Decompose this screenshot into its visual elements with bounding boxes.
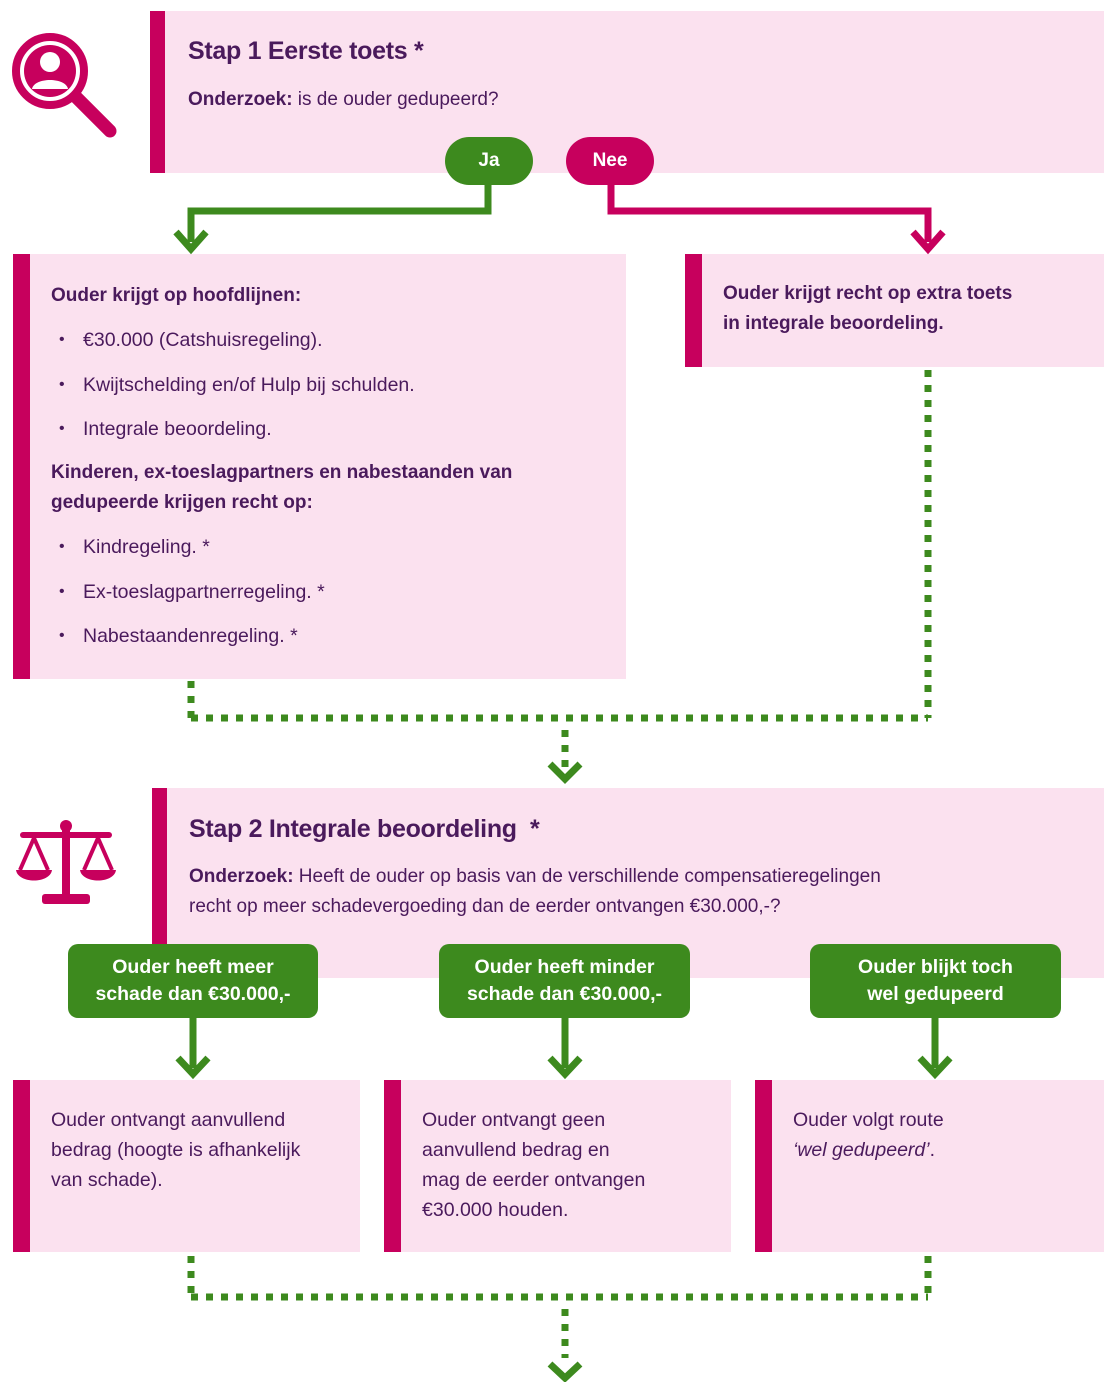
no-text-line2: in integrale beoordeling. <box>723 313 944 334</box>
magnifier-person-icon <box>12 33 117 138</box>
outcome-more-text: Ouder ontvangt aanvullend bedrag (hoogte… <box>51 1105 300 1195</box>
outcome-label-victim-line1: Ouder blijkt toch <box>858 956 1013 978</box>
outcome-victim-end: . <box>929 1139 936 1161</box>
outcome-more-line: Ouder ontvangt aanvullend <box>51 1109 286 1131</box>
yes-heading2-line2: gedupeerde krijgen recht op: <box>51 492 313 513</box>
yes-arrowhead <box>173 229 209 255</box>
step2-title: Stap 2 Integrale beoordeling * <box>189 815 540 843</box>
step2-accent-bar <box>152 788 167 978</box>
yes-list: €30.000 (Catshuisregeling). Kwijtscheldi… <box>53 325 613 459</box>
yes-accent-bar <box>13 254 30 679</box>
outcome-victim-line1: Ouder volgt route <box>793 1109 944 1131</box>
yes-pill: Ja <box>445 137 533 185</box>
outcome-arrowhead-victim <box>917 1055 953 1080</box>
step1-question: Onderzoek: is de ouder gedupeerd? <box>188 85 499 115</box>
no-result-box: Ouder krijgt recht op extra toets in int… <box>685 254 1104 367</box>
no-text-line1: Ouder krijgt recht op extra toets <box>723 283 1013 304</box>
outcome-less-line: Ouder ontvangt geen <box>422 1109 606 1131</box>
outcome-label-less-line1: Ouder heeft minder <box>474 956 655 978</box>
outcome-victim-route: ‘wel gedupeerd’ <box>793 1139 930 1161</box>
arrowhead-1 <box>547 761 583 784</box>
list-item: Kindregeling. * <box>53 532 613 577</box>
outcome-box-victim: Ouder volgt route ‘wel gedupeerd’. <box>755 1080 1104 1252</box>
no-pill: Nee <box>566 137 654 185</box>
arrowhead-2 <box>547 1361 583 1382</box>
step1-accent-bar <box>150 11 165 173</box>
outcome-label-less-line2: schade dan €30.000,- <box>466 983 663 1005</box>
no-accent-bar <box>685 254 702 367</box>
outcome-label-more: Ouder heeft meer schade dan €30.000,- <box>68 944 318 1018</box>
step1-question-label: Onderzoek: <box>188 89 293 110</box>
outcome-less-text: Ouder ontvangt geen aanvullend bedrag en… <box>422 1105 645 1225</box>
list-item: Kwijtschelding en/of Hulp bij schulden. <box>53 370 613 415</box>
no-text: Ouder krijgt recht op extra toets in int… <box>723 279 1012 339</box>
list-item: Nabestaandenregeling. * <box>53 621 613 666</box>
outcome-label-victim-line2: wel gedupeerd <box>867 983 1004 1005</box>
outcome-more-line: bedrag (hoogte is afhankelijk <box>51 1139 301 1161</box>
outcome-less-accent-bar <box>384 1080 401 1252</box>
step2-question-line1: Onderzoek: Heeft de ouder op basis van d… <box>189 862 881 892</box>
no-connector <box>607 185 932 242</box>
outcome-victim-accent-bar <box>755 1080 772 1252</box>
outcome-victim-text: Ouder volgt route ‘wel gedupeerd’. <box>793 1105 944 1165</box>
yes-heading: Ouder krijgt op hoofdlijnen: <box>51 285 302 306</box>
outcome-victim-line2: ‘wel gedupeerd’. <box>793 1135 944 1165</box>
outcome-more-accent-bar <box>13 1080 30 1252</box>
outcome-label-less: Ouder heeft minder schade dan €30.000,- <box>439 944 690 1018</box>
outcome-less-line: aanvullend bedrag en <box>422 1139 610 1161</box>
outcome-label-more-line2: schade dan €30.000,- <box>95 983 291 1005</box>
outcome-arrowhead-more <box>175 1055 211 1080</box>
step2-question-label: Onderzoek: <box>189 866 294 887</box>
step2-question-line2: recht op meer schadevergoeding dan de ee… <box>189 896 781 917</box>
list-item: Integrale beoordeling. <box>53 414 613 459</box>
outcome-box-less: Ouder ontvangt geen aanvullend bedrag en… <box>384 1080 731 1252</box>
list-item: Ex-toeslagpartnerregeling. * <box>53 577 613 622</box>
outcome-label-victim: Ouder blijkt toch wel gedupeerd <box>810 944 1061 1018</box>
yes-result-box: Ouder krijgt op hoofdlijnen: €30.000 (Ca… <box>13 254 626 679</box>
outcome-more-line: van schade). <box>51 1169 163 1191</box>
outcome-less-line: €30.000 houden. <box>422 1199 569 1221</box>
list-item: €30.000 (Catshuisregeling). <box>53 325 613 370</box>
no-arrowhead <box>910 229 946 255</box>
step1-title: Stap 1 Eerste toets * <box>188 37 424 65</box>
yes-list2: Kindregeling. * Ex-toeslagpartnerregelin… <box>53 532 613 666</box>
step2-question-text1: Heeft de ouder op basis van de verschill… <box>293 866 881 887</box>
outcome-less-line: mag de eerder ontvangen <box>422 1169 646 1191</box>
yes-heading2-line1: Kinderen, ex-toeslagpartners en nabestaa… <box>51 462 513 483</box>
yes-heading2: Kinderen, ex-toeslagpartners en nabestaa… <box>51 458 512 518</box>
scales-icon <box>16 820 116 904</box>
outcome-arrowhead-less <box>547 1055 583 1080</box>
yes-connector <box>187 185 492 242</box>
step1-question-text: is de ouder gedupeerd? <box>292 89 499 110</box>
step2-question: Onderzoek: Heeft de ouder op basis van d… <box>189 862 881 922</box>
outcome-box-more: Ouder ontvangt aanvullend bedrag (hoogte… <box>13 1080 360 1252</box>
outcome-label-more-line1: Ouder heeft meer <box>112 956 274 978</box>
